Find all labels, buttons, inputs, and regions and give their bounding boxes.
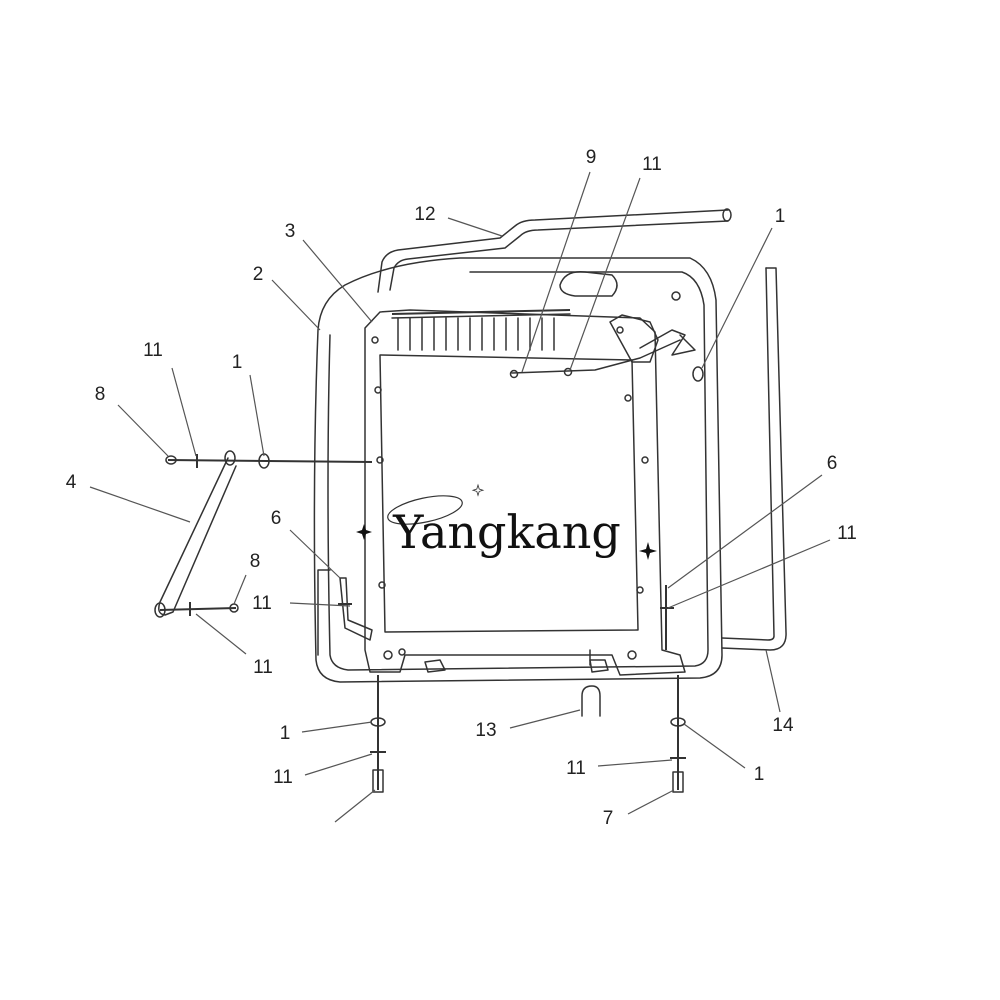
callout-11-right-bottom: 11 (566, 758, 586, 779)
right-slide-link (660, 585, 674, 650)
callout-labels: 9 11 12 1 3 2 11 1 8 4 6 6 11 8 11 11 1 … (66, 147, 857, 829)
lower-right-fastener-stack (670, 675, 686, 793)
callout-11-left-mid: 11 (252, 593, 272, 614)
callout-1-left-bottom: 1 (280, 723, 291, 744)
right-side-rod (721, 267, 787, 651)
seat-back-shell (313, 257, 723, 683)
callout-12: 12 (414, 204, 435, 225)
watermark-text: Yangkang (392, 505, 621, 559)
callout-11-left-lower: 11 (253, 657, 273, 678)
callout-11-top: 11 (642, 154, 662, 175)
callout-4: 4 (66, 472, 77, 493)
left-lever-assembly (154, 450, 373, 618)
callout-6-right: 6 (827, 453, 838, 474)
callout-14: 14 (772, 715, 794, 736)
callout-13: 13 (475, 720, 496, 741)
callout-6-left: 6 (271, 508, 282, 529)
upper-strap-assembly (509, 329, 704, 382)
sparkle-icon (639, 542, 657, 560)
sparkle-icon (356, 524, 372, 540)
callout-8-upper: 8 (95, 384, 106, 405)
callout-11-left-bottom: 11 (273, 767, 293, 788)
left-slide-link (338, 577, 373, 641)
watermark: Yangkang (356, 483, 657, 560)
sparkle-icon (471, 483, 485, 497)
callout-8-lower: 8 (250, 551, 261, 572)
callout-9: 9 (586, 147, 597, 168)
lower-left-fastener-stack (370, 675, 386, 793)
top-spring-comb (391, 309, 571, 351)
callout-11-left-upper: 11 (143, 340, 163, 361)
callout-7: 7 (603, 808, 614, 829)
callout-2: 2 (253, 264, 264, 285)
top-handle-bar (377, 208, 732, 293)
callout-11-right: 11 (837, 523, 857, 544)
callout-3: 3 (285, 221, 296, 242)
callout-1-right-bottom: 1 (754, 764, 765, 785)
leader-lines (89, 171, 831, 823)
callout-1-top-right: 1 (775, 206, 786, 227)
hook-clip (581, 685, 601, 717)
watermark-swoosh (387, 495, 463, 525)
callout-1-left-upper: 1 (232, 352, 243, 373)
